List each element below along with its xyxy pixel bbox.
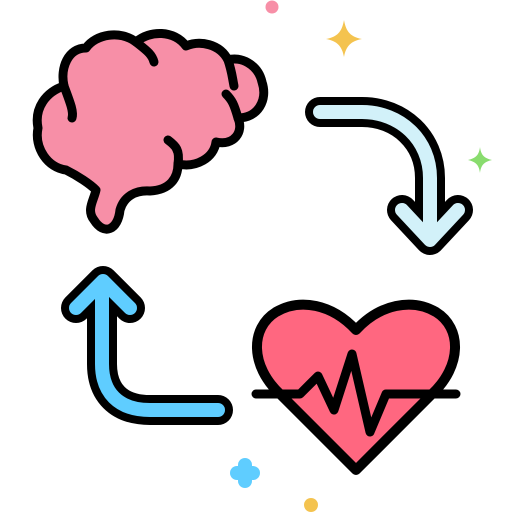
brain-folds xyxy=(59,37,243,169)
plus-blue-icon xyxy=(230,458,260,488)
curved-arrow-up-icon xyxy=(61,266,233,425)
sparkle-green-icon xyxy=(468,147,492,173)
dot-yellow-icon xyxy=(304,498,318,512)
dot-pink-icon xyxy=(265,0,279,14)
brain-icon xyxy=(32,29,269,234)
sparkle-gold-icon xyxy=(326,20,362,57)
curved-arrow-down-icon xyxy=(305,97,473,255)
pulse-line xyxy=(251,349,461,437)
